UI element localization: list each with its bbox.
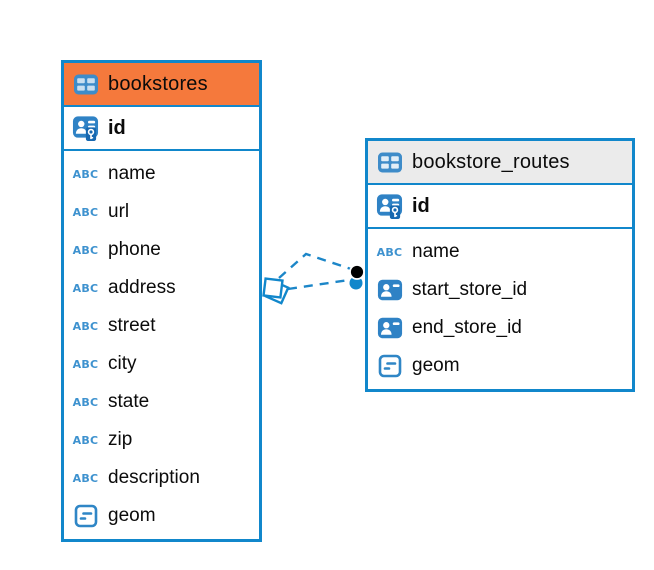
column-row[interactable]: ABC (368, 233, 632, 271)
column-row[interactable]: ABC (368, 347, 632, 385)
column-name: name (412, 241, 460, 262)
text-type-icon: ABC (376, 245, 403, 259)
column-name: street (108, 315, 156, 336)
relationship-line-upper (278, 252, 352, 279)
text-type-icon: ABC (72, 395, 99, 409)
text-type-icon: ABC (72, 319, 99, 333)
table-header[interactable]: bookstore_routes (368, 141, 632, 185)
text-type-icon: ABC (72, 167, 99, 181)
column-name: address (108, 277, 176, 298)
geometry-type-icon (72, 504, 99, 528)
column-row[interactable]: ABC (368, 309, 632, 347)
geometry-type-icon (376, 354, 403, 378)
table-title: bookstores (108, 72, 208, 95)
relationship-dot-marker (349, 264, 365, 290)
table-bookstores[interactable]: bookstores id (61, 60, 262, 542)
relationship-diamond-marker (262, 277, 290, 305)
column-name: state (108, 391, 150, 412)
column-list: ABC (368, 229, 632, 389)
reference-type-icon (376, 315, 403, 341)
column-name: city (108, 353, 137, 374)
column-name: end_store_id (412, 317, 522, 338)
table-title: bookstore_routes (412, 150, 570, 173)
text-type-icon: ABC (72, 281, 99, 295)
column-row[interactable]: ABC (64, 269, 259, 307)
primary-key-name: id (108, 116, 126, 139)
column-name: phone (108, 239, 161, 260)
primary-key-icon (72, 114, 99, 142)
reference-type-icon (376, 277, 403, 303)
primary-key-row[interactable]: id (368, 185, 632, 229)
column-name: name (108, 163, 156, 184)
text-type-icon: ABC (72, 471, 99, 485)
column-name: description (108, 467, 200, 488)
primary-key-icon (376, 192, 403, 220)
column-row[interactable]: ABC (64, 383, 259, 421)
primary-key-name: id (412, 194, 430, 217)
column-row[interactable]: ABC (64, 345, 259, 383)
column-name: url (108, 201, 130, 222)
relationship-line-lower (287, 278, 350, 291)
table-bookstore-routes[interactable]: bookstore_routes id (365, 138, 635, 392)
table-icon (72, 73, 99, 96)
text-type-icon: ABC (72, 357, 99, 371)
table-icon (376, 151, 403, 174)
column-name: start_store_id (412, 279, 528, 300)
table-header[interactable]: bookstores (64, 63, 259, 107)
column-row[interactable]: ABC (368, 271, 632, 309)
column-row[interactable]: ABC (64, 155, 259, 193)
text-type-icon: ABC (72, 433, 99, 447)
column-row[interactable]: ABC (64, 497, 259, 535)
column-row[interactable]: ABC (64, 421, 259, 459)
column-name: geom (412, 355, 460, 376)
column-row[interactable]: ABC (64, 231, 259, 269)
text-type-icon: ABC (72, 205, 99, 219)
column-row[interactable]: ABC (64, 459, 259, 497)
column-list: ABC (64, 151, 259, 539)
text-type-icon: ABC (72, 243, 99, 257)
column-name: zip (108, 429, 133, 450)
column-row[interactable]: ABC (64, 307, 259, 345)
column-name: geom (108, 505, 156, 526)
primary-key-row[interactable]: id (64, 107, 259, 151)
column-row[interactable]: ABC (64, 193, 259, 231)
